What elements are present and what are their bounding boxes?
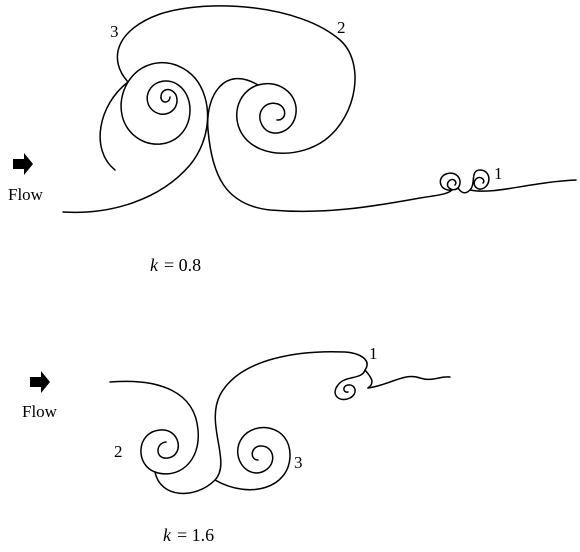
parameter-label-bottom: k= 1.6 [163, 525, 214, 545]
flow-label: Flow [22, 402, 58, 421]
parameter-symbol-bottom: k [163, 525, 172, 545]
panel-bottom: Flow 1 2 3 k= 1.6 [22, 344, 451, 545]
vortex-label-1-bottom: 1 [369, 344, 378, 363]
vortex-1-spiral [334, 369, 373, 401]
vortex-1-spiral [439, 169, 490, 194]
shear-layer-upper-left [109, 380, 199, 475]
parameter-value-bottom: = 1.6 [177, 525, 214, 545]
parameter-label-top: k= 0.8 [150, 255, 201, 275]
parameter-value-top: = 0.8 [164, 255, 201, 275]
shear-layer-right [206, 78, 453, 213]
flow-arrow-icon [30, 371, 50, 393]
shear-layer-stem [99, 81, 129, 171]
wake-downstream [367, 375, 451, 389]
vortex-label-2-top: 2 [337, 18, 346, 37]
vortex-3-spiral [214, 426, 291, 491]
shear-layer-left [62, 62, 209, 214]
flow-arrow-icon [13, 153, 33, 175]
wake-downstream [469, 179, 577, 192]
vortex-label-2-bottom: 2 [114, 442, 123, 461]
vortex-label-1-top: 1 [494, 164, 503, 183]
panel-top: Flow 3 2 1 k= 0.8 [8, 5, 577, 275]
shear-layer-middle [154, 350, 368, 495]
shear-layer-outer-loop [116, 5, 356, 154]
flow-label: Flow [8, 185, 44, 204]
vortex-label-3-bottom: 3 [294, 453, 303, 472]
vortex-label-3-top: 3 [110, 22, 119, 41]
parameter-symbol-top: k [150, 255, 159, 275]
